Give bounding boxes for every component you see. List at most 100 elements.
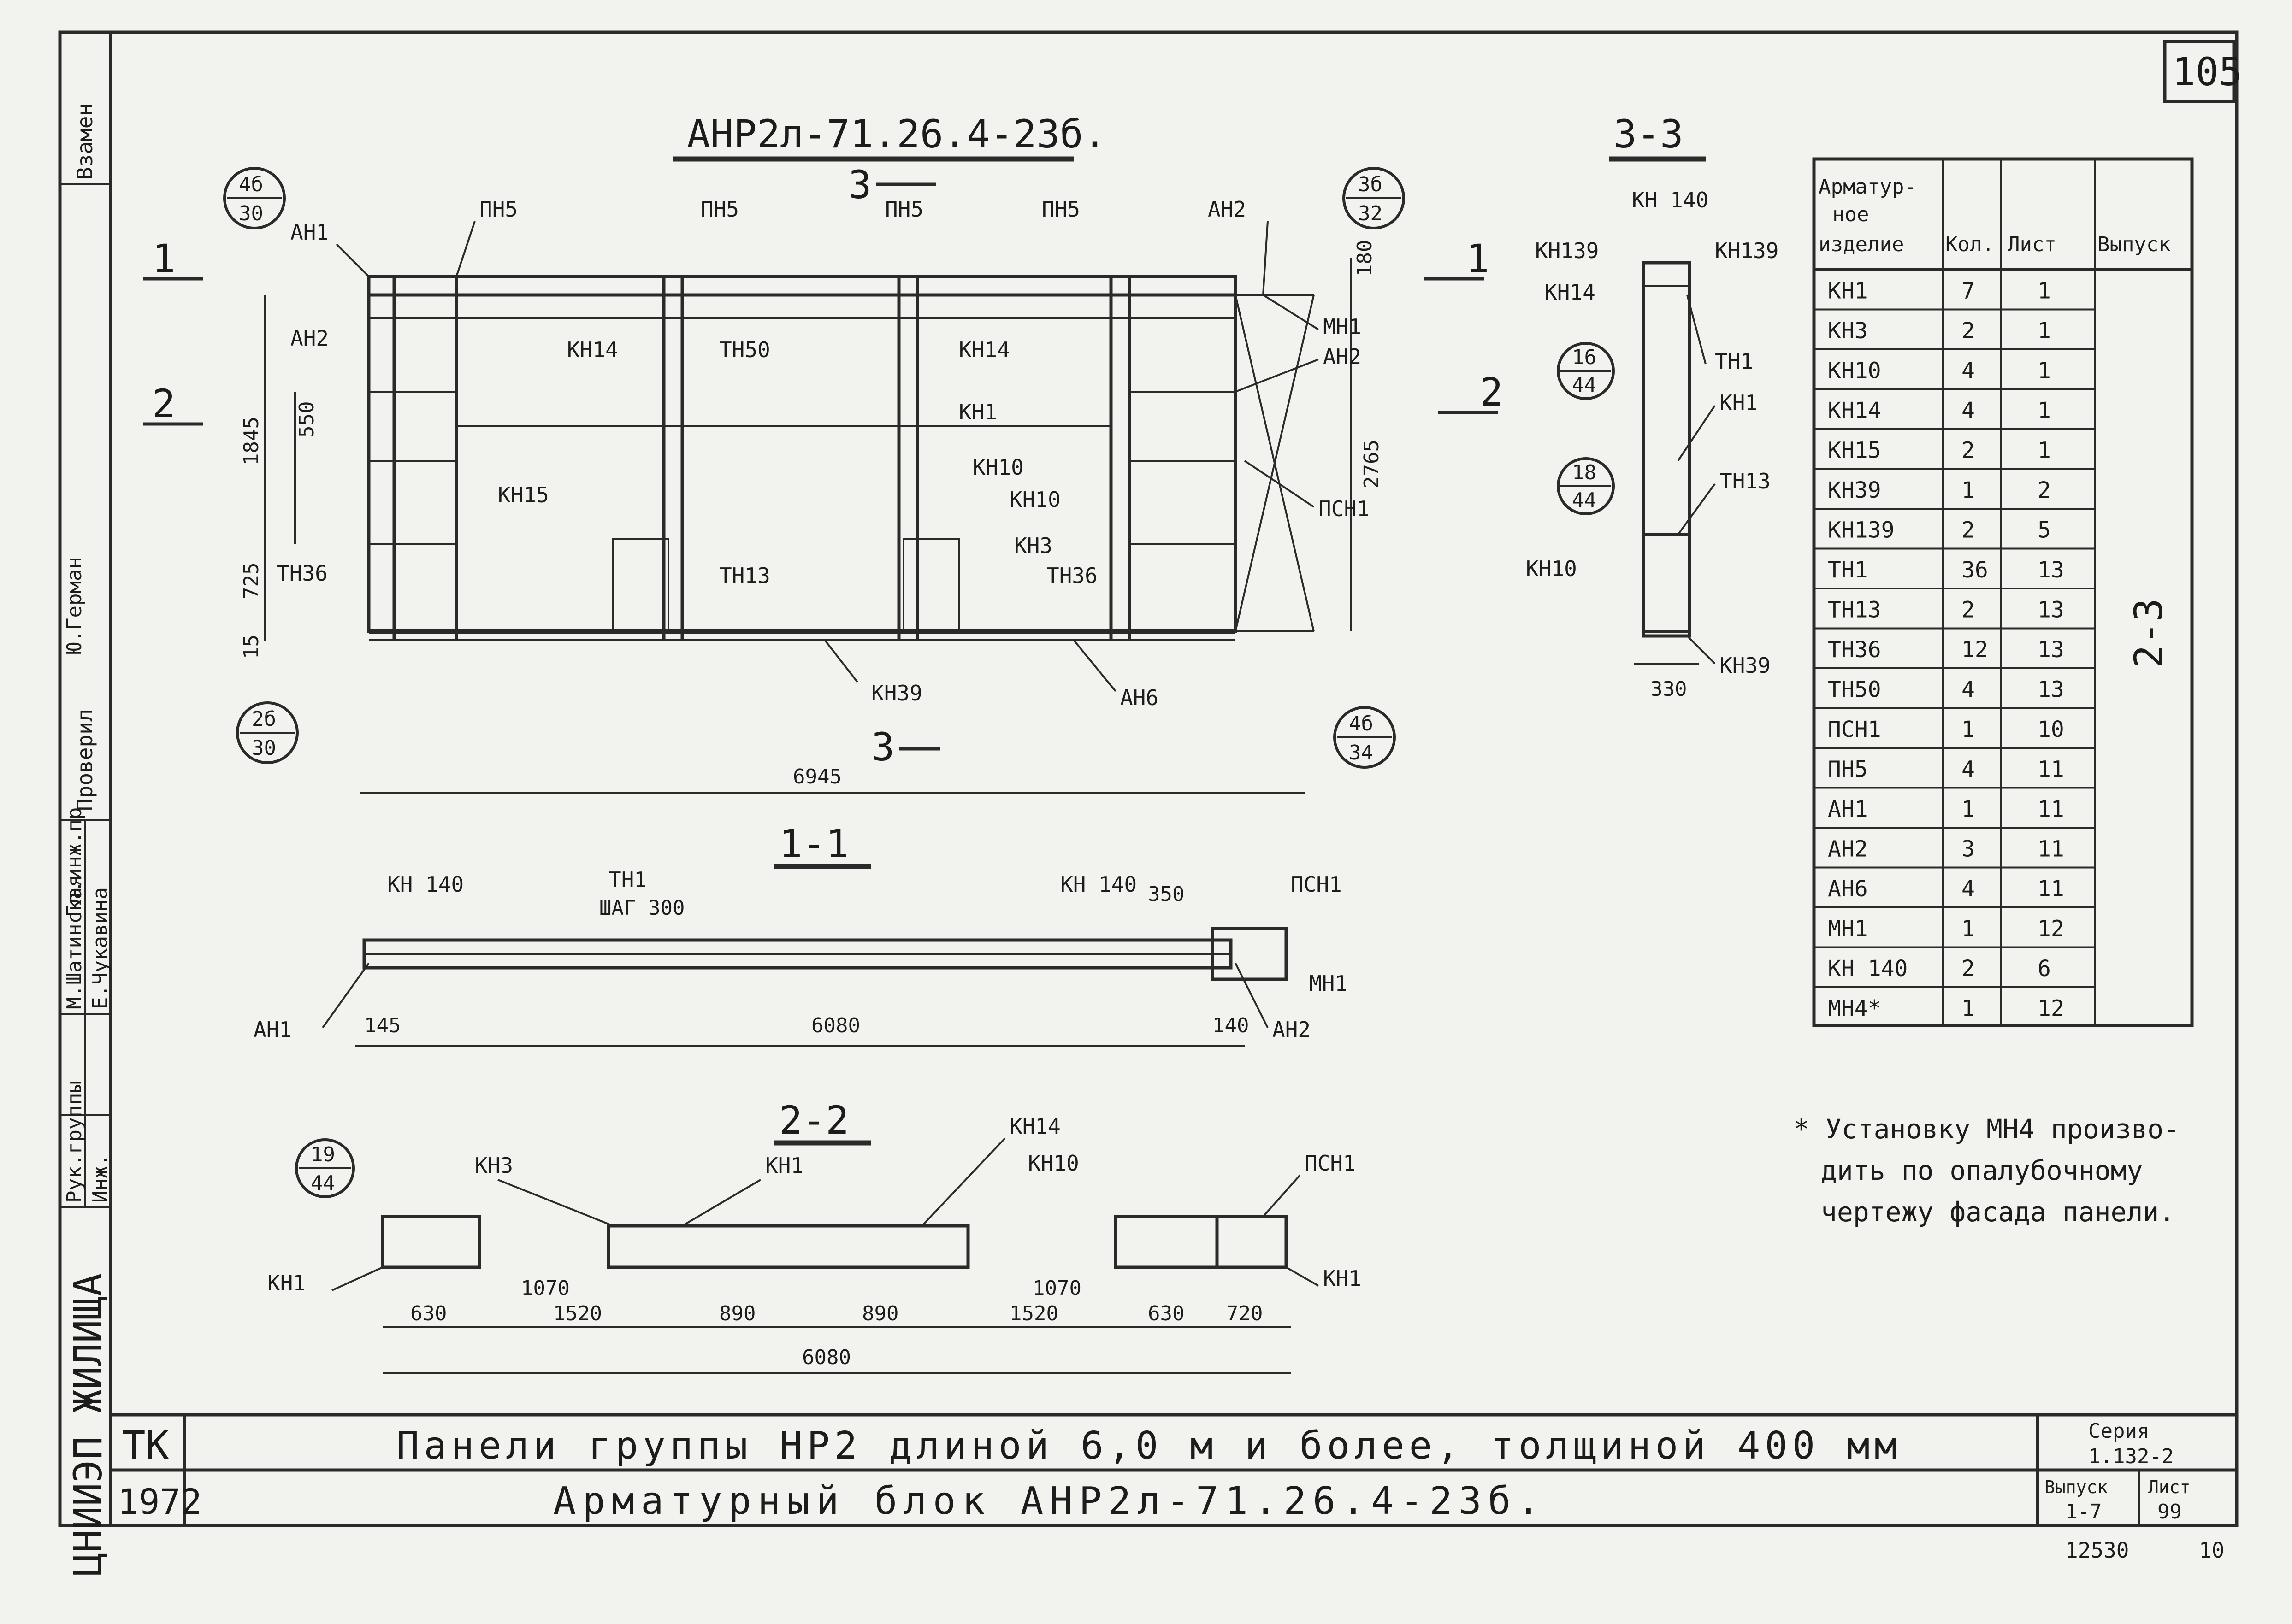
svg-text:4б: 4б: [239, 173, 263, 196]
s11-tn1: ТН1: [608, 867, 647, 892]
dim-6945: 6945: [793, 765, 842, 788]
spec-row-item: АН2: [1828, 836, 1868, 862]
s33-kn14: КН14: [1544, 280, 1595, 305]
s22-kn1-left: КН1: [267, 1271, 306, 1295]
label-pn5-2: ПН5: [701, 197, 739, 222]
s11-an2: АН2: [1272, 1017, 1311, 1042]
section-1-1-title: 1-1: [779, 821, 849, 866]
spec-row-item: ПСН1: [1828, 717, 1881, 742]
callout-18-44: 18 44: [1557, 457, 1615, 515]
spec-row-item: ТН13: [1828, 597, 1881, 623]
spec-row-qty: 7: [1961, 278, 1975, 304]
callout-16-44: 16 44: [1557, 342, 1615, 400]
dim-1845: 1845: [240, 417, 263, 465]
cut-3-bottom: 3: [871, 724, 895, 770]
s33-kn1: КН1: [1719, 390, 1758, 415]
spec-row-sheet: 10: [2038, 717, 2064, 742]
spec-row-sheet: 1: [2038, 398, 2051, 424]
spec-row-item: КН15: [1828, 438, 1881, 464]
label-pn5-3: ПН5: [885, 197, 923, 222]
spec-row-qty: 4: [1961, 757, 1975, 783]
label-an2-top: АН2: [1208, 197, 1246, 222]
title-block: ТК 1972 Панели группы НР2 длиной 6,0 м и…: [111, 1413, 2237, 1525]
label-tn50: ТН50: [719, 337, 770, 362]
dim-6080-s22: 6080: [802, 1346, 851, 1369]
dim-6080-s11: 6080: [811, 1014, 860, 1037]
s11-an1: АН1: [254, 1017, 292, 1042]
s22-kn14: КН14: [1010, 1114, 1061, 1139]
title-line-2: Арматурный блок АНР2л-71.26.4-23б.: [553, 1479, 1547, 1523]
spec-row-sheet: 1: [2038, 318, 2051, 344]
cut-2-left: 2: [152, 381, 176, 426]
label-mn1: МН1: [1323, 314, 1361, 339]
spec-row-qty: 2: [1961, 318, 1975, 344]
th-item-1: Арматур-: [1819, 175, 1916, 199]
spec-row-sheet: 13: [2038, 637, 2064, 663]
spec-row-item: АН1: [1828, 796, 1868, 822]
label-an2-right: АН2: [1323, 344, 1361, 369]
spec-row-qty: 2: [1961, 956, 1975, 982]
svg-text:4б: 4б: [1349, 712, 1373, 736]
dim-890-left: 890: [719, 1302, 756, 1325]
svg-text:44: 44: [1572, 488, 1596, 512]
label-kn39: КН39: [871, 681, 922, 706]
issue-value-tb: 1-7: [2065, 1500, 2102, 1524]
spec-row-item: ПН5: [1828, 757, 1868, 783]
label-kn14-1: КН14: [567, 337, 618, 362]
spec-row-sheet: 5: [2038, 518, 2051, 543]
note: * Установку МН4 произво- дить по опалубо…: [1793, 1113, 2180, 1228]
name-chukavina: Е.Чукавина: [89, 887, 112, 1009]
dim-725: 725: [240, 563, 263, 599]
cut-2-right: 2: [1480, 370, 1503, 415]
s11-kn140-left: КН 140: [387, 872, 464, 897]
svg-text:3б: 3б: [1358, 173, 1382, 196]
s22-kn1-top: КН1: [765, 1153, 803, 1178]
note-line-2: дить по опалубочному: [1821, 1155, 2143, 1186]
spec-row-sheet: 11: [2038, 836, 2064, 862]
svg-text:16: 16: [1572, 346, 1596, 369]
label-an1: АН1: [290, 220, 329, 245]
spec-row-qty: 1: [1961, 796, 1975, 822]
s11-psn1: ПСН1: [1291, 872, 1342, 897]
spec-row-sheet: 12: [2038, 916, 2064, 942]
sheet-border: [109, 30, 2239, 1527]
spec-table: Арматур- ное изделие Кол. Лист Выпуск 2-…: [1812, 157, 2194, 1027]
spec-row-qty: 2: [1961, 518, 1975, 543]
th-qty: Кол.: [1945, 233, 1994, 256]
spec-row-item: КН3: [1828, 318, 1868, 344]
label-pn5-4: ПН5: [1042, 197, 1080, 222]
spec-row-item: АН6: [1828, 876, 1868, 902]
drawing-title: АНР2л-71.26.4-23б.: [687, 112, 1106, 157]
dim-180: 180: [1353, 240, 1376, 277]
s33-tn13: ТН13: [1719, 469, 1771, 494]
section-2-2: 2-2 630 1070 1520 890 890 1070 1520 630 …: [267, 1098, 1361, 1374]
issue-label: Выпуск: [2044, 1477, 2108, 1497]
dim-630-left: 630: [410, 1302, 447, 1325]
spec-row-sheet: 1: [2038, 278, 2051, 304]
svg-text:30: 30: [252, 736, 276, 760]
label-pn5-1: ПН5: [479, 197, 518, 222]
section-1-1: 1-1 145 6080 140 350 КН 140 ТН1 ШАГ 300 …: [254, 821, 1347, 1047]
s33-tn1: ТН1: [1715, 349, 1753, 374]
label-kn1: КН1: [959, 400, 997, 424]
cut-1-right: 1: [1466, 236, 1489, 281]
s11-step: ШАГ 300: [599, 896, 685, 920]
s11-mn1: МН1: [1309, 971, 1347, 996]
s11-kn140-right: КН 140: [1060, 872, 1137, 897]
spec-row-qty: 4: [1961, 398, 1975, 424]
dim-1520-left: 1520: [553, 1302, 602, 1325]
spec-row-sheet: 12: [2038, 996, 2064, 1022]
s33-kn39: КН39: [1719, 653, 1771, 678]
dim-15: 15: [240, 635, 263, 659]
section-3-3-title: 3-3: [1613, 112, 1684, 157]
s33-kn139-right: КН139: [1715, 238, 1778, 263]
spec-row-sheet: 1: [2038, 438, 2051, 464]
cut-3-top: 3: [848, 162, 872, 207]
spec-row-item: КН139: [1828, 518, 1895, 543]
series-label: Серия: [2088, 1419, 2149, 1443]
spec-row-qty: 4: [1961, 876, 1975, 902]
title-line-1: Панели группы НР2 длиной 6,0 м и более, …: [396, 1424, 1902, 1468]
spec-row-qty: 1: [1961, 996, 1975, 1022]
callout-4b-34: 4б 34: [1333, 706, 1396, 769]
